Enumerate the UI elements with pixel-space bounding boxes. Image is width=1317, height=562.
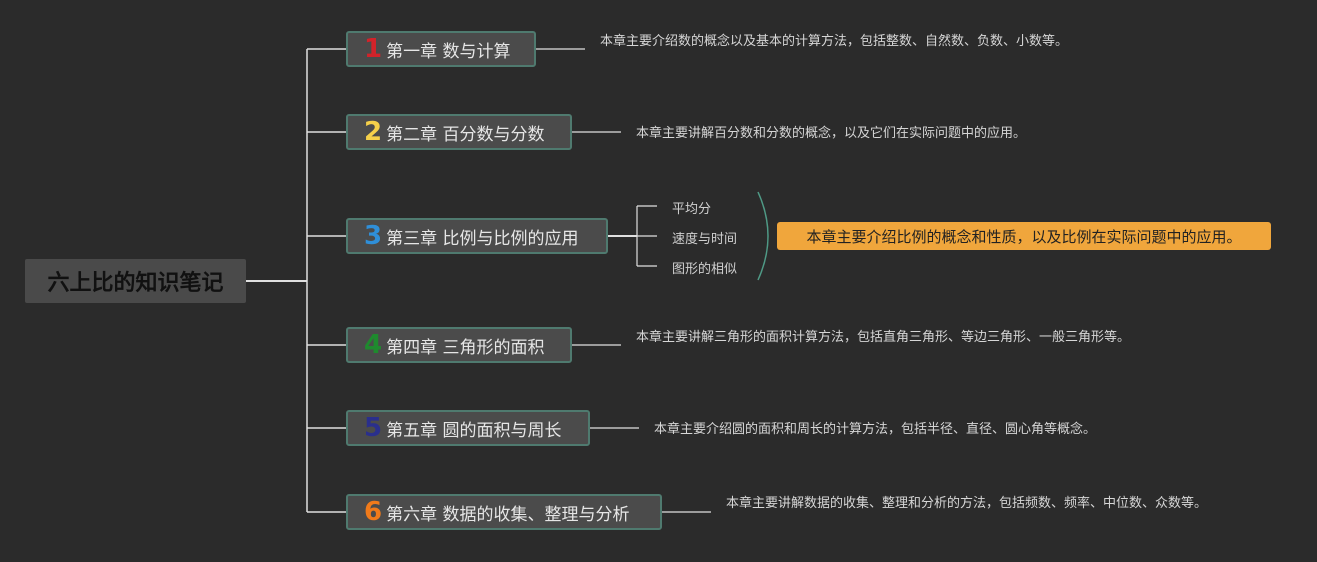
chapter-node-1[interactable]: 1 第一章 数与计算 bbox=[346, 31, 536, 67]
chapter-label-6: 第六章 数据的收集、整理与分析 bbox=[386, 504, 630, 525]
chapter-desc-2: 本章主要讲解百分数和分数的概念，以及它们在实际问题中的应用。 bbox=[636, 126, 1027, 141]
chapter-node-3[interactable]: 3 第三章 比例与比例的应用 bbox=[346, 218, 608, 254]
chapter-number-2: 2 bbox=[364, 117, 383, 147]
subtopic-2[interactable]: 速度与时间 bbox=[672, 232, 738, 247]
chapter-number-5: 5 bbox=[364, 413, 383, 443]
chapter-node-6[interactable]: 6 第六章 数据的收集、整理与分析 bbox=[346, 494, 662, 530]
chapter-label-5: 第五章 圆的面积与周长 bbox=[386, 420, 562, 441]
chapter-number-1: 1 bbox=[364, 34, 383, 64]
chapter-number-3: 3 bbox=[364, 221, 383, 251]
subtopic-3[interactable]: 图形的相似 bbox=[672, 262, 738, 277]
chapter-node-4[interactable]: 4 第四章 三角形的面积 bbox=[346, 327, 572, 363]
chapter-desc-4: 本章主要讲解三角形的面积计算方法，包括直角三角形、等边三角形、一般三角形等。 bbox=[636, 330, 1131, 345]
chapter-label-2: 第二章 百分数与分数 bbox=[386, 124, 545, 145]
chapter-desc-6: 本章主要讲解数据的收集、整理和分析的方法，包括频数、频率、中位数、众数等。 bbox=[726, 496, 1208, 511]
chapter-desc-1: 本章主要介绍数的概念以及基本的计算方法，包括整数、自然数、负数、小数等。 bbox=[600, 34, 1069, 49]
chapter-label-3: 第三章 比例与比例的应用 bbox=[386, 228, 579, 249]
chapter-label-1: 第一章 数与计算 bbox=[386, 41, 511, 62]
chapter-node-5[interactable]: 5 第五章 圆的面积与周长 bbox=[346, 410, 590, 446]
chapter-summary-3[interactable]: 本章主要介绍比例的概念和性质，以及比例在实际问题中的应用。 bbox=[777, 222, 1271, 250]
chapter-label-4: 第四章 三角形的面积 bbox=[386, 337, 545, 358]
chapter-node-2[interactable]: 2 第二章 百分数与分数 bbox=[346, 114, 572, 150]
chapter-number-6: 6 bbox=[364, 497, 383, 527]
chapter-number-4: 4 bbox=[364, 330, 383, 360]
chapter-desc-5: 本章主要介绍圆的面积和周长的计算方法，包括半径、直径、圆心角等概念。 bbox=[654, 422, 1097, 437]
root-node[interactable]: 六上比的知识笔记 bbox=[25, 259, 246, 303]
subtopic-1[interactable]: 平均分 bbox=[672, 202, 712, 217]
